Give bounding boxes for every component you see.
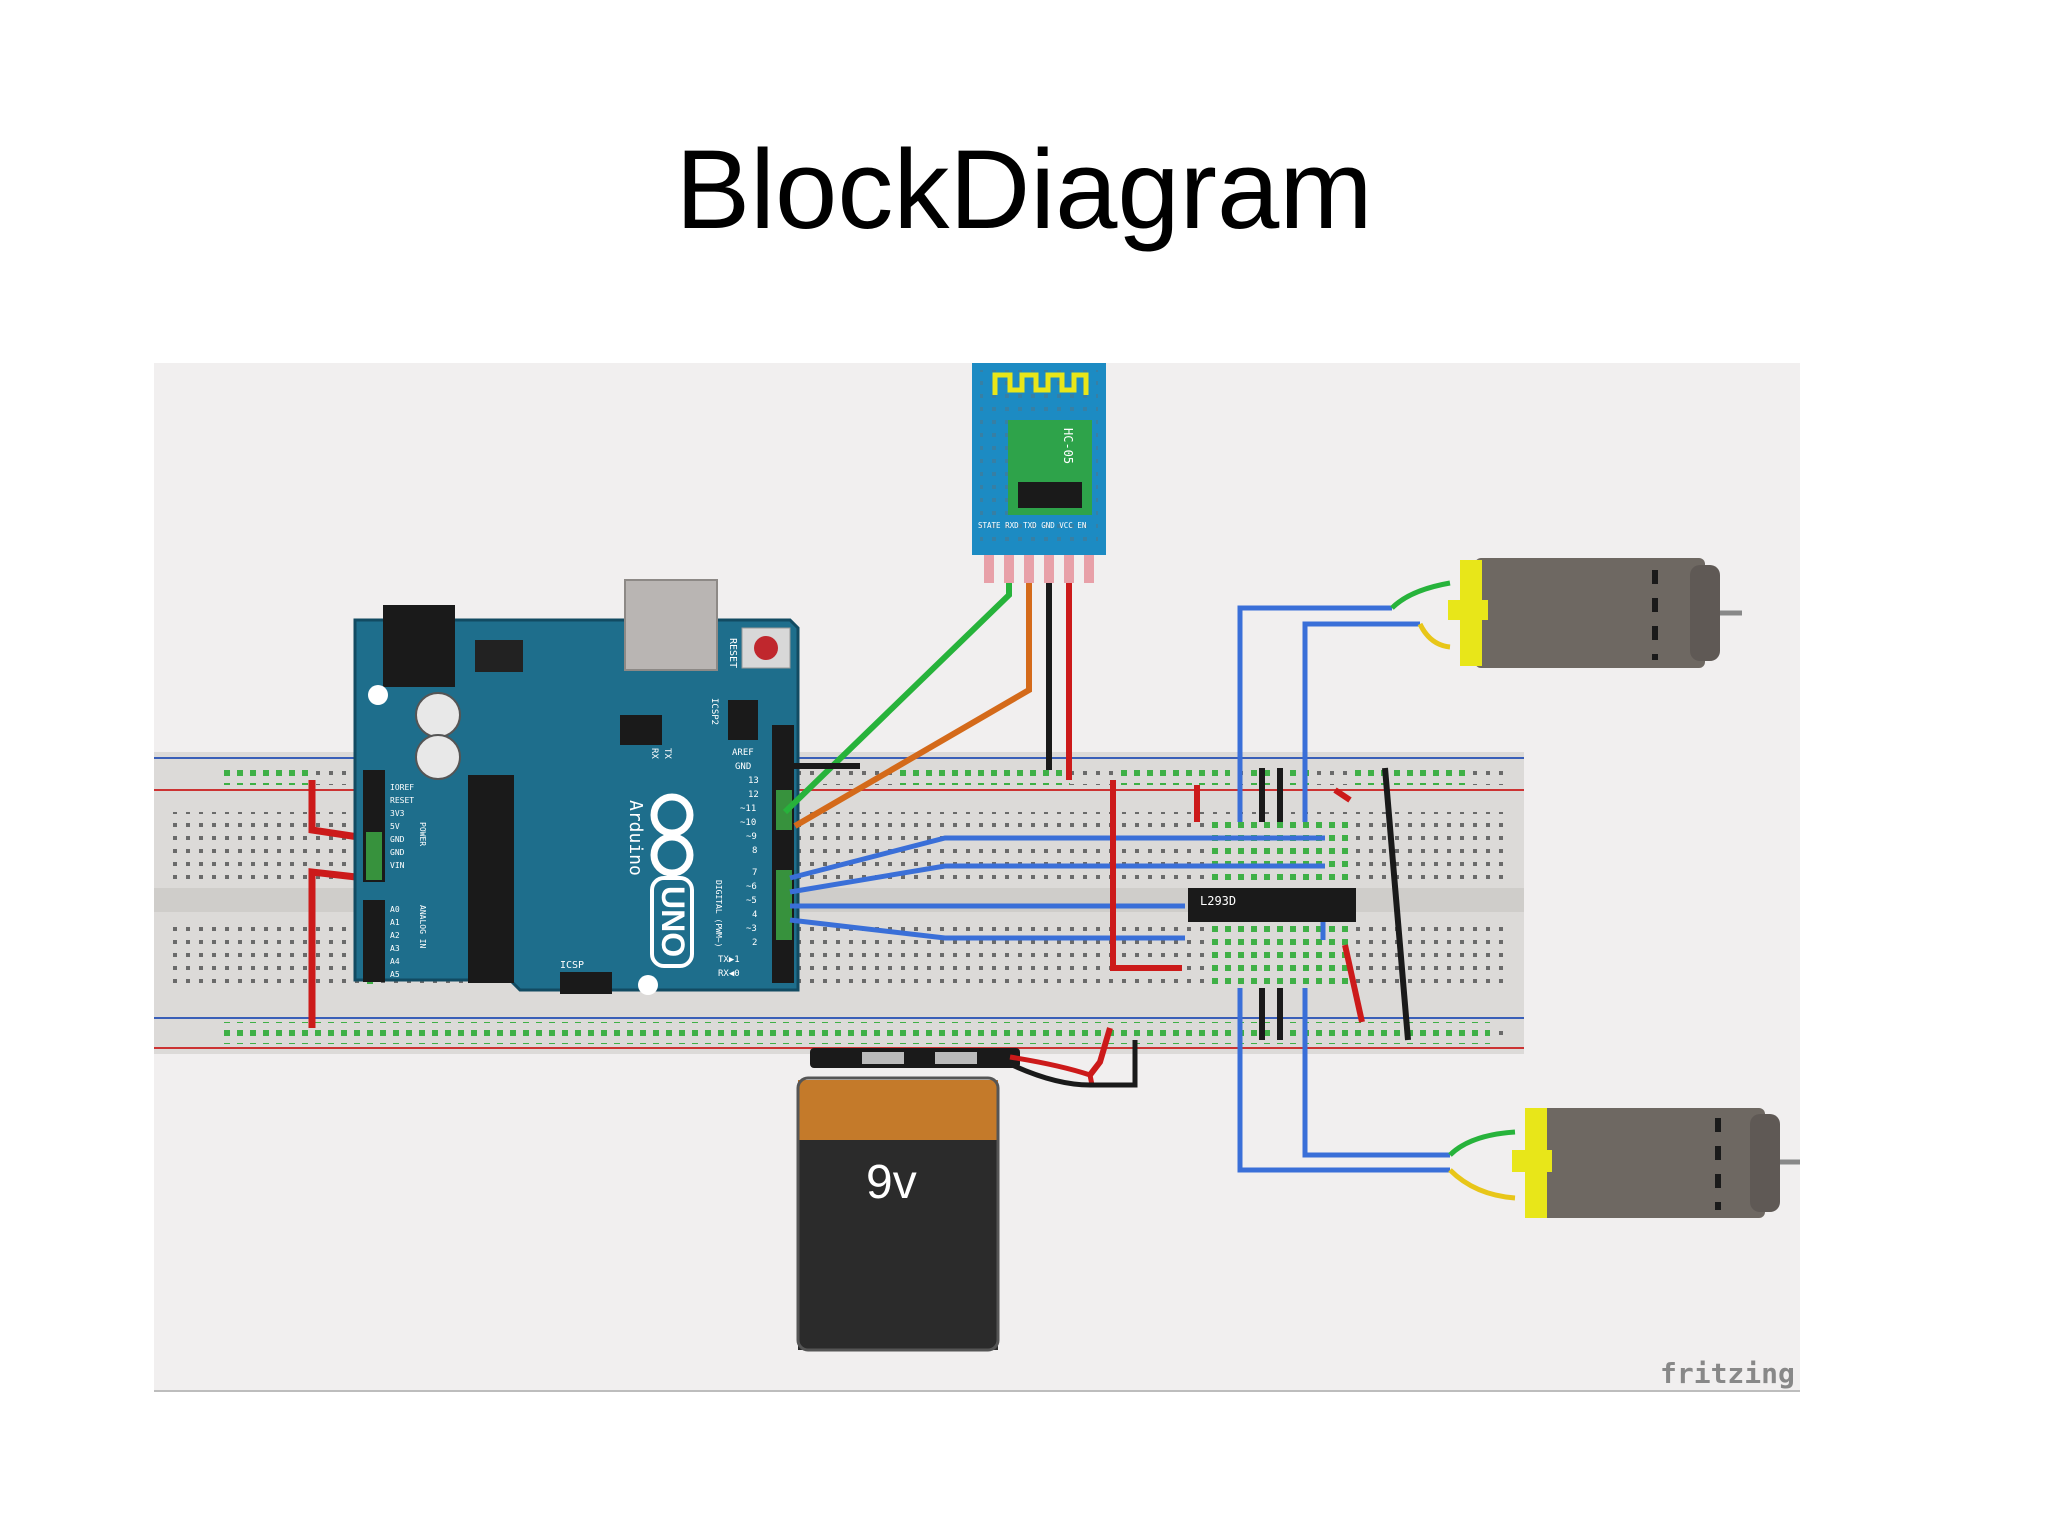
pin-12: 12 <box>748 790 759 800</box>
icsp2-label: ICSP2 <box>709 698 719 725</box>
icsp-label: ICSP <box>560 960 584 971</box>
pin-13: 13 <box>748 776 759 786</box>
fritzing-watermark: fritzing <box>1660 1357 1795 1390</box>
battery-wires <box>1008 1040 1138 1088</box>
power-pin-3v3: 3V3 <box>390 809 405 818</box>
pin-gnd: GND <box>735 762 751 772</box>
pin-6: ~6 <box>746 882 757 892</box>
ground-jumpers <box>1259 767 1411 1041</box>
pin-2: 2 <box>752 938 757 948</box>
reset-label: RESET <box>727 638 738 668</box>
power-pin-5v: 5V <box>390 822 400 831</box>
pin-9: ~9 <box>746 832 757 842</box>
pin-3: ~3 <box>746 924 757 934</box>
tx-label: TX <box>662 748 672 759</box>
analog-pin-a2: A2 <box>390 931 400 940</box>
power-jumpers-left <box>308 780 366 1028</box>
power-jumpers-right <box>1087 780 1365 1077</box>
battery-label: 9v <box>866 1156 917 1209</box>
pin-8: 8 <box>752 846 757 856</box>
digital-label: DIGITAL (PWM~) <box>714 880 723 947</box>
power-pin-reset: RESET <box>390 796 414 805</box>
usb-connector <box>624 579 718 671</box>
analog-header <box>363 900 385 982</box>
power-pin-ioref: IOREF <box>390 783 414 792</box>
l293d-driver-chip: L293D <box>1188 888 1356 922</box>
driver-label: L293D <box>1200 894 1236 908</box>
analog-pin-a0: A0 <box>390 905 400 914</box>
bluetooth-module-hc05: HC-05 STATE RXD TXD GND VCC EN <box>972 363 1106 583</box>
power-pin-gnd2: GND <box>390 848 405 857</box>
arduino-model: UNO <box>655 886 691 957</box>
analog-pin-a1: A1 <box>390 918 400 927</box>
bluetooth-label: HC-05 <box>1061 428 1075 464</box>
arduino-brand: Arduino <box>625 800 646 876</box>
pin-rx0: RX◀0 <box>718 969 740 979</box>
arduino-uno-board: RESET Arduino UNO TX RX ICSP2 ICSP AREF … <box>353 579 800 995</box>
analog-label: ANALOG IN <box>418 905 427 949</box>
pin-5: ~5 <box>746 896 757 906</box>
analog-pin-a5: A5 <box>390 970 400 979</box>
motor-leads <box>1390 580 1516 1201</box>
pin-11: ~11 <box>740 804 756 814</box>
power-pin-gnd1: GND <box>390 835 405 844</box>
arduino-logo-icon <box>650 793 694 877</box>
power-label: POWER <box>418 822 427 846</box>
pin-tx1: TX▶1 <box>718 955 740 965</box>
bluetooth-pin-labels: STATE RXD TXD GND VCC EN <box>978 521 1086 530</box>
signal-wires <box>789 835 1326 941</box>
motor-wires <box>1237 605 1450 1173</box>
pin-aref: AREF <box>732 748 754 758</box>
analog-pin-a3: A3 <box>390 944 400 953</box>
pin-4: 4 <box>752 910 757 920</box>
pin-10: ~10 <box>740 818 756 828</box>
power-pin-vin: VIN <box>390 861 405 870</box>
bluetooth-wires <box>782 583 1072 829</box>
dc-motor-bottom <box>1512 1108 1800 1218</box>
battery-9v: 9v <box>796 1048 1020 1352</box>
analog-pin-a4: A4 <box>390 957 400 966</box>
pin-7: 7 <box>752 868 757 878</box>
dc-motor-top <box>1448 558 1742 668</box>
dc-power-jack <box>383 605 455 687</box>
rx-label: RX <box>649 748 659 759</box>
antenna-icon <box>992 372 1089 395</box>
slide-title: BlockDiagram <box>675 127 1373 252</box>
atmega-chip <box>468 775 514 983</box>
